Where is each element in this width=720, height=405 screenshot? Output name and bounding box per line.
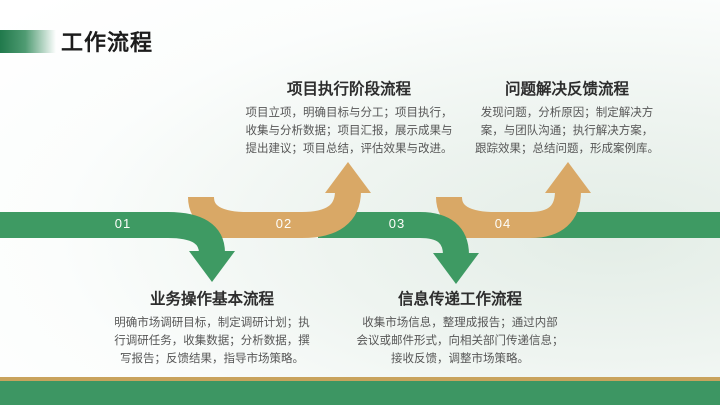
body-line: 收集市场信息，整理成报告；通过内部 (362, 317, 558, 329)
flow-block-step3-body: 收集市场信息，整理成报告；通过内部 会议或邮件形式，向相关部门传递信息； 接收反… (351, 314, 569, 368)
flow-block-step1: 业务操作基本流程 明确市场调研目标，制定调研计划；执 行调研任务，收集数据；分析… (103, 290, 321, 368)
footer-gold-line (0, 377, 720, 381)
body-line: 发现问题，分析原因；制定解决方 (480, 107, 654, 119)
ribbon-green-step3 (318, 212, 479, 284)
step-number-01: 01 (114, 216, 132, 231)
body-line: 写报告；反馈结果，指导市场策略。 (120, 353, 304, 365)
ribbon-orange-step4 (436, 162, 591, 238)
body-line: 行调研任务，收集数据；分析数据，撰 (114, 335, 310, 347)
step-number-04: 04 (494, 216, 512, 231)
body-line: 会议或邮件形式，向相关部门传递信息； (356, 335, 564, 347)
flow-block-step4: 问题解决反馈流程 发现问题，分析原因；制定解决方 案，与团队沟通；执行解决方案，… (458, 80, 676, 158)
page-title: 工作流程 (61, 30, 154, 55)
ribbon-green-step3-band (318, 212, 469, 256)
flow-block-step1-body: 明确市场调研目标，制定调研计划；执 行调研任务，收集数据；分析数据，撰 写报告；… (103, 314, 321, 368)
ribbon-orange-step4-band (436, 190, 581, 238)
flow-block-step3-heading: 信息传递工作流程 (397, 291, 522, 308)
flow-block-step4-body: 发现问题，分析原因；制定解决方 案，与团队沟通；执行解决方案， 跟踪效果；总结问… (458, 104, 676, 158)
step-number-02: 02 (275, 216, 293, 231)
body-line: 跟踪效果；总结问题，形成案例库。 (475, 143, 659, 155)
flow-block-step2: 项目执行阶段流程 项目立项，明确目标与分工；项目执行， 收集与分析数据；项目汇报… (240, 80, 458, 158)
ribbon-green-step1 (0, 212, 235, 282)
arrow-down-step3 (433, 253, 479, 284)
body-line: 项目立项，明确目标与分工；项目执行， (245, 107, 453, 119)
body-line: 收集与分析数据；项目汇报，展示成果与 (245, 125, 453, 137)
arrow-up-step2 (325, 162, 371, 193)
body-line: 案，与团队沟通；执行解决方案， (480, 125, 654, 137)
title-accent-bar (0, 30, 56, 53)
body-line: 接收反馈，调整市场策略。 (391, 353, 529, 365)
flow-block-step2-heading: 项目执行阶段流程 (286, 81, 411, 98)
flow-block-step4-heading: 问题解决反馈流程 (504, 81, 629, 98)
arrow-up-step4 (545, 162, 591, 193)
ribbon-green-step1-band (0, 212, 225, 255)
flow-block-step2-body: 项目立项，明确目标与分工；项目执行， 收集与分析数据；项目汇报，展示成果与 提出… (240, 104, 458, 158)
ribbon-orange-step2 (188, 162, 371, 238)
body-line: 提出建议；项目总结，评估效果与改进。 (245, 143, 453, 155)
body-line: 明确市场调研目标，制定调研计划；执 (114, 317, 310, 329)
step-number-03: 03 (388, 216, 406, 231)
arrow-down-step1 (189, 251, 235, 282)
ribbon-orange-step2-band (188, 190, 361, 238)
flow-block-step3: 信息传递工作流程 收集市场信息，整理成报告；通过内部 会议或邮件形式，向相关部门… (351, 290, 569, 368)
footer-green-bar (0, 381, 720, 405)
flow-block-step1-heading: 业务操作基本流程 (149, 291, 274, 308)
